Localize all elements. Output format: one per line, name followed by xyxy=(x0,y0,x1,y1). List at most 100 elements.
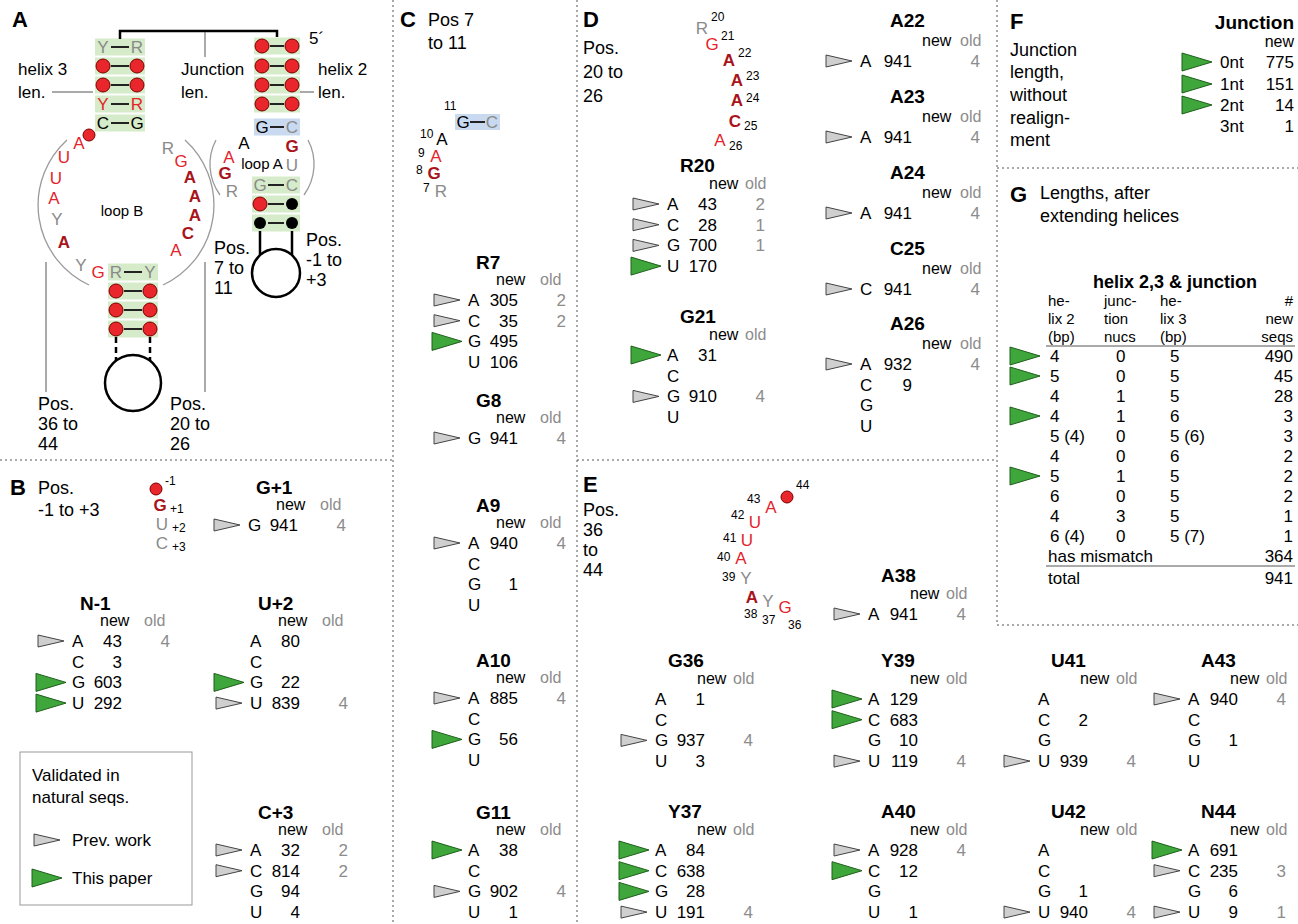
base-letter: G xyxy=(218,165,231,182)
table-cell: 119 xyxy=(891,753,918,770)
nucleotide-dot xyxy=(83,129,95,141)
table-cell: 14 xyxy=(1275,97,1294,114)
base-letter: A xyxy=(731,92,743,109)
base-letter: A xyxy=(170,242,181,259)
column-header: (bp) xyxy=(1160,329,1187,344)
structure-label: helix 2 xyxy=(318,61,367,78)
table-heading: G36 xyxy=(668,651,704,670)
panel-note: extending helices xyxy=(1040,207,1179,225)
position-number: 10 xyxy=(420,128,433,140)
panel-note: Pos. xyxy=(583,501,619,519)
column-header: new xyxy=(1265,311,1293,326)
column-header: new xyxy=(697,671,726,687)
old-count: 3 xyxy=(1277,862,1286,879)
panel-letter: D xyxy=(583,9,599,31)
position-number: 41 xyxy=(723,532,736,544)
table-cell: 6 xyxy=(1170,448,1179,465)
old-count: 4 xyxy=(1127,753,1136,770)
table-cell: A xyxy=(860,53,871,70)
position-number: 38 xyxy=(744,608,757,620)
panel-note: ment xyxy=(1010,131,1050,149)
table-cell: U xyxy=(1038,753,1050,770)
table-heading: U41 xyxy=(1051,651,1086,670)
table-heading: C+3 xyxy=(258,803,293,822)
validation-triangle xyxy=(1010,367,1040,385)
table-heading: U42 xyxy=(1051,802,1086,821)
panel-note: Pos. xyxy=(38,395,74,413)
table-rule xyxy=(1046,346,1295,347)
pair-bond xyxy=(268,184,284,186)
column-header: lix 2 xyxy=(1048,311,1075,326)
old-count: 4 xyxy=(744,732,753,749)
old-count: 4 xyxy=(1277,691,1286,708)
table-cell: U xyxy=(468,752,480,769)
base-letter: A xyxy=(48,190,59,207)
column-header: he- xyxy=(1048,293,1070,308)
validation-triangle xyxy=(1010,407,1040,425)
panel-note: 36 to xyxy=(38,415,78,433)
base-pair-band xyxy=(252,177,300,194)
table-cell: 84 xyxy=(686,842,705,859)
base-letter: R xyxy=(131,39,143,56)
column-header: new xyxy=(910,822,939,838)
table-heading: G11 xyxy=(476,803,511,822)
old-count: 4 xyxy=(971,281,980,298)
position-number: 25 xyxy=(744,120,757,132)
table-cell: 814 xyxy=(272,862,300,879)
validation-triangle xyxy=(216,697,242,709)
table-cell: 22 xyxy=(281,674,300,691)
base-pair-band xyxy=(252,215,300,232)
panel-note: Lengths, after xyxy=(1040,184,1150,202)
base-letter: Y xyxy=(740,570,751,587)
validation-triangle xyxy=(826,358,852,370)
table-cell: 3 xyxy=(696,753,705,770)
table-cell: 191 xyxy=(677,904,705,921)
table-cell: 3 xyxy=(1116,508,1125,525)
validation-triangle xyxy=(434,692,460,704)
panel-note: +3 xyxy=(306,271,327,289)
column-header: old xyxy=(1116,822,1137,838)
table-cell: C xyxy=(468,312,480,329)
position-number: +3 xyxy=(172,541,186,553)
nucleotide-dot xyxy=(150,483,162,495)
column-header: he- xyxy=(1160,293,1182,308)
table-cell: U xyxy=(250,695,262,712)
table-cell: 56 xyxy=(499,731,518,748)
base-letter: R xyxy=(696,20,708,37)
nucleotide-dot xyxy=(130,78,144,92)
table-cell: 1 xyxy=(1284,508,1293,525)
old-count: 4 xyxy=(557,883,566,900)
position-number: 37 xyxy=(762,614,775,626)
table-cell: 45 xyxy=(1274,368,1293,385)
old-count: 4 xyxy=(1127,904,1136,921)
base-letter: R xyxy=(435,183,447,200)
pair-bond xyxy=(111,84,129,86)
table-cell: 495 xyxy=(490,333,518,350)
old-count: 2 xyxy=(557,312,566,329)
validation-triangle xyxy=(834,608,860,620)
table-cell: 2 xyxy=(1284,468,1293,485)
base-letter: G xyxy=(253,177,266,194)
table-cell: U xyxy=(1188,904,1200,921)
position-number: 23 xyxy=(746,70,759,82)
column-header: new xyxy=(496,272,525,288)
structure-label: len. xyxy=(181,84,208,101)
validation-triangle xyxy=(432,841,462,859)
table-cell: 1 xyxy=(509,904,518,921)
validation-triangle xyxy=(1182,53,1212,71)
validation-triangle xyxy=(434,315,460,327)
junction-strand xyxy=(120,31,277,39)
table-cell: 1 xyxy=(1284,528,1293,545)
base-pair-band xyxy=(108,302,158,319)
column-header: (bp) xyxy=(1048,329,1075,344)
column-header: old xyxy=(540,410,561,426)
base-pair-band xyxy=(108,321,158,338)
table-cell: 3 xyxy=(113,653,122,670)
table-cell: 5 xyxy=(1170,468,1179,485)
base-pair-band xyxy=(95,77,145,94)
base-letter: A xyxy=(223,149,234,166)
panel-divider xyxy=(577,460,997,461)
column-header: new xyxy=(922,336,951,352)
nucleotide-dot xyxy=(143,284,157,298)
